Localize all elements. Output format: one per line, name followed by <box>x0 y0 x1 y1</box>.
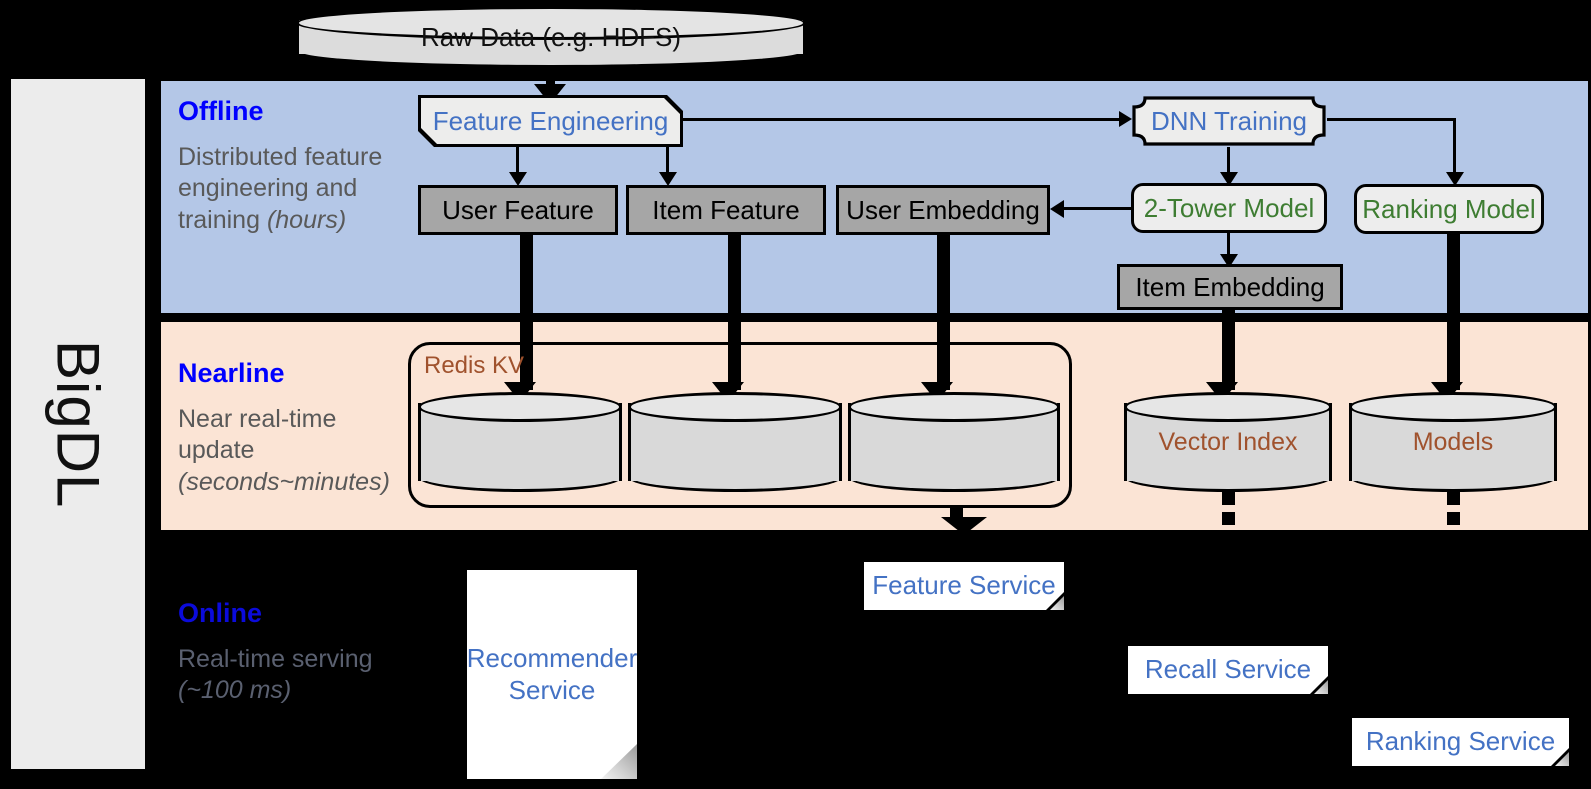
connector-rawdata-fe <box>546 66 555 88</box>
item-feature-label: Item Feature <box>652 194 800 225</box>
raw-data-label: Raw Data (e.g. HDFS) <box>420 21 682 52</box>
arrowhead-fe-dnn <box>1119 111 1132 127</box>
connector-2tower-itemembedding <box>1227 233 1230 259</box>
redis-store-1 <box>418 392 622 492</box>
user-embedding-node[interactable]: User Embedding <box>836 185 1050 235</box>
connector-fe-userfeature <box>516 147 519 175</box>
redis-store-3-label <box>848 392 1060 492</box>
redis-store-3 <box>848 392 1060 492</box>
models-label: Models <box>1412 427 1494 456</box>
dnn-training-node[interactable]: DNN Training <box>1131 95 1327 147</box>
connector-dnn-2tower <box>1227 147 1230 175</box>
recommender-service-label: Recommender Service <box>466 643 638 705</box>
two-tower-model-node[interactable]: 2-Tower Model <box>1131 183 1327 233</box>
arrowhead-dnn-ranking <box>1446 172 1464 186</box>
bigdl-label: BigDL <box>44 339 112 509</box>
ranking-model-node[interactable]: Ranking Model <box>1354 184 1544 234</box>
online-desc-emphasis: (~100 ms) <box>178 676 292 705</box>
item-feature-node[interactable]: Item Feature <box>626 185 826 235</box>
recall-service-label: Recall Service <box>1144 654 1312 685</box>
connector-2tower-userembedding <box>1062 207 1134 210</box>
recall-service-node[interactable]: Recall Service <box>1128 646 1328 694</box>
nearline-desc-text: Near real-time update <box>178 405 337 465</box>
user-feature-node[interactable]: User Feature <box>418 185 618 235</box>
online-description: Real-time serving (~100 ms) <box>178 644 393 707</box>
cylinder-top <box>848 392 1060 422</box>
two-tower-model-label: 2-Tower Model <box>1143 192 1315 223</box>
online-desc-text: Real-time serving <box>178 645 373 673</box>
recommender-service-node[interactable]: Recommender Service <box>467 570 637 779</box>
ranking-service-node[interactable]: Ranking Service <box>1352 718 1569 766</box>
online-title: Online <box>178 598 263 628</box>
redis-store-2 <box>628 392 842 492</box>
stub-store3-featureservice <box>950 505 963 519</box>
pipe-userfeature-store <box>520 235 533 390</box>
redis-kv-label: Redis KV <box>424 352 525 379</box>
offline-title: Offline <box>178 96 264 126</box>
item-embedding-node[interactable]: Item Embedding <box>1117 264 1343 310</box>
bigdl-sidebar: BigDL <box>8 76 148 772</box>
connector-dnn-ranking-h <box>1327 118 1456 121</box>
stub-vectorindex-b <box>1222 512 1235 525</box>
nearline-desc-emphasis: (seconds~minutes) <box>178 467 390 496</box>
connector-fe-itemfeature <box>666 147 669 175</box>
redis-kv-container <box>408 342 1072 508</box>
arrowhead-store3-featureservice <box>941 517 987 535</box>
raw-data-store: Raw Data (e.g. HDFS) <box>296 6 806 68</box>
cylinder-top <box>1349 392 1557 422</box>
dnn-training-shape <box>1132 96 1326 146</box>
redis-store-2-label <box>628 392 842 492</box>
offline-desc-emphasis: (hours) <box>266 205 347 234</box>
cylinder-top <box>418 392 622 422</box>
feature-engineering-node[interactable]: Feature Engineering <box>421 98 680 144</box>
vector-index-store: Vector Index <box>1124 392 1332 492</box>
offline-description: Distributed feature engineering and trai… <box>178 142 393 236</box>
stub-models-a <box>1447 489 1460 505</box>
pipe-rankingmodel-models <box>1447 234 1460 390</box>
offline-desc-text: Distributed feature engineering and trai… <box>178 143 383 234</box>
dnn-training-label: DNN Training <box>1150 105 1308 136</box>
ranking-service-label: Ranking Service <box>1365 726 1556 757</box>
pipe-itemembedding-vectorindex <box>1222 310 1235 390</box>
arrowhead-fe-itemfeature <box>659 172 677 186</box>
user-embedding-label: User Embedding <box>846 194 1040 225</box>
cylinder-top <box>628 392 842 422</box>
user-feature-label: User Feature <box>442 194 594 225</box>
connector-fe-dnn <box>683 118 1123 121</box>
stub-models-b <box>1447 512 1460 525</box>
pipe-itemfeature-store <box>728 235 741 390</box>
arrowhead-fe-userfeature <box>509 172 527 186</box>
feature-service-node[interactable]: Feature Service <box>864 562 1064 610</box>
redis-store-1-label <box>418 392 622 492</box>
models-store: Models <box>1349 392 1557 492</box>
nearline-title: Nearline <box>178 358 285 388</box>
vector-index-label: Vector Index <box>1158 427 1298 456</box>
connector-dnn-ranking-v <box>1453 118 1456 176</box>
ranking-model-label: Ranking Model <box>1362 193 1536 224</box>
feature-service-label: Feature Service <box>872 570 1056 601</box>
cylinder-top <box>296 6 806 40</box>
item-embedding-label: Item Embedding <box>1135 271 1325 302</box>
cylinder-top <box>1124 392 1332 422</box>
arrowhead-2tower-userembedding <box>1050 200 1064 218</box>
stub-vectorindex-a <box>1222 489 1235 505</box>
arrowhead-dnn-2tower <box>1220 172 1238 186</box>
feature-engineering-label: Feature Engineering <box>432 105 669 136</box>
pipe-userembedding-store <box>937 235 950 390</box>
nearline-description: Near real-time update (seconds~minutes) <box>178 404 410 498</box>
